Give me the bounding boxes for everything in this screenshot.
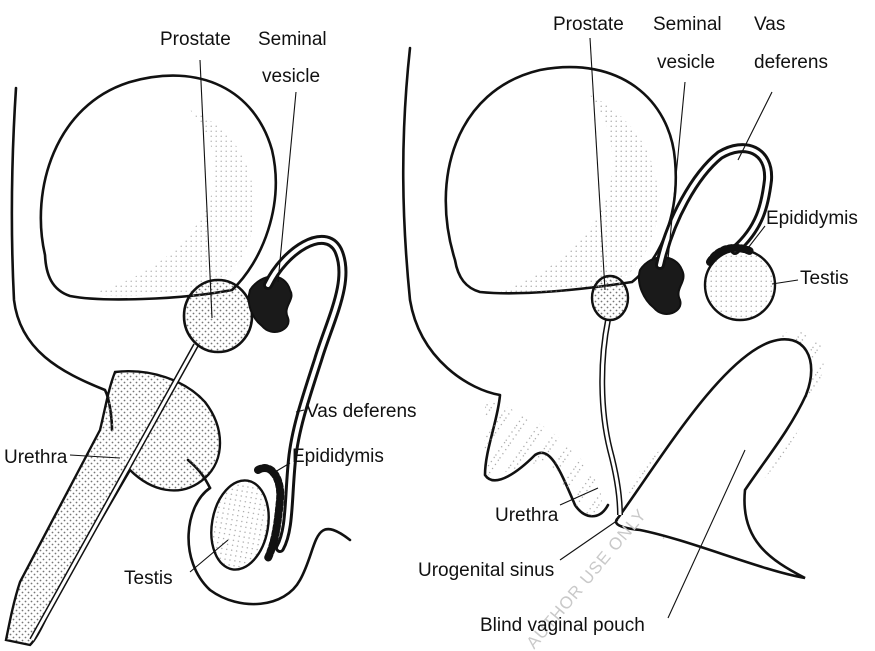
left-figure [6, 60, 350, 645]
right-hatched-wall-left [485, 400, 602, 516]
right-label-urogenital-sinus: Urogenital sinus [418, 560, 554, 581]
left-label-epididymis: Epididymis [292, 446, 384, 467]
left-penile-shaft [6, 371, 220, 645]
right-label-seminal-line2: vesicle [657, 52, 715, 73]
left-label-urethra: Urethra [4, 447, 68, 468]
left-label-seminal-line2: vesicle [262, 66, 320, 87]
left-prostate [184, 280, 252, 352]
left-label-prostate: Prostate [160, 29, 231, 50]
right-label-urethra: Urethra [495, 505, 559, 526]
right-label-seminal-line1: Seminal [653, 14, 722, 35]
right-vaginal-pouch [616, 339, 811, 578]
left-label-seminal-line1: Seminal [258, 29, 327, 50]
left-label-vas-deferens: Vas deferens [306, 401, 417, 422]
right-label-vas-line2: deferens [754, 52, 828, 73]
right-label-prostate: Prostate [553, 14, 624, 35]
right-prostate [592, 276, 628, 320]
right-label-blind-vaginal-pouch: Blind vaginal pouch [480, 615, 645, 636]
right-label-vas-line1: Vas [754, 14, 785, 35]
left-label-testis: Testis [124, 568, 173, 589]
right-label-epididymis: Epididymis [766, 208, 858, 229]
right-label-testis: Testis [800, 268, 849, 289]
